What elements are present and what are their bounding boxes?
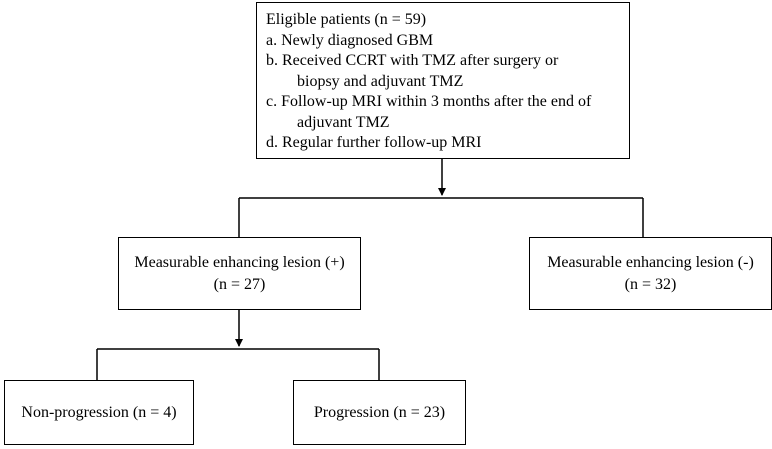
eligible-patients-box: Eligible patients (n = 59) a. Newly diag… [256,2,630,159]
progression-box: Progression (n = 23) [293,380,466,445]
criterion-d: d. Regular further follow-up MRI [266,134,482,151]
progression-label: Progression (n = 23) [313,403,446,421]
criterion-b: b. Received CCRT with TMZ after surgery … [266,52,559,69]
eligible-title: Eligible patients (n = 59) [266,11,427,28]
measurable-negative-box: Measurable enhancing lesion (-) (n = 32) [529,237,772,310]
criterion-b-continued: biopsy and adjuvant TMZ [297,72,464,90]
non-progression-box: Non-progression (n = 4) [4,380,194,445]
criterion-c-continued: adjuvant TMZ [297,113,390,131]
criterion-c: c. Follow-up MRI within 3 months after t… [266,93,592,110]
measurable-negative-label: Measurable enhancing lesion (-) [547,253,754,271]
measurable-positive-count: (n = 27) [213,275,266,293]
measurable-negative-count: (n = 32) [624,275,677,293]
non-progression-label: Non-progression (n = 4) [21,403,177,421]
measurable-positive-label: Measurable enhancing lesion (+) [134,253,345,271]
criterion-a: a. Newly diagnosed GBM [266,31,434,49]
measurable-positive-box: Measurable enhancing lesion (+) (n = 27) [118,237,361,310]
